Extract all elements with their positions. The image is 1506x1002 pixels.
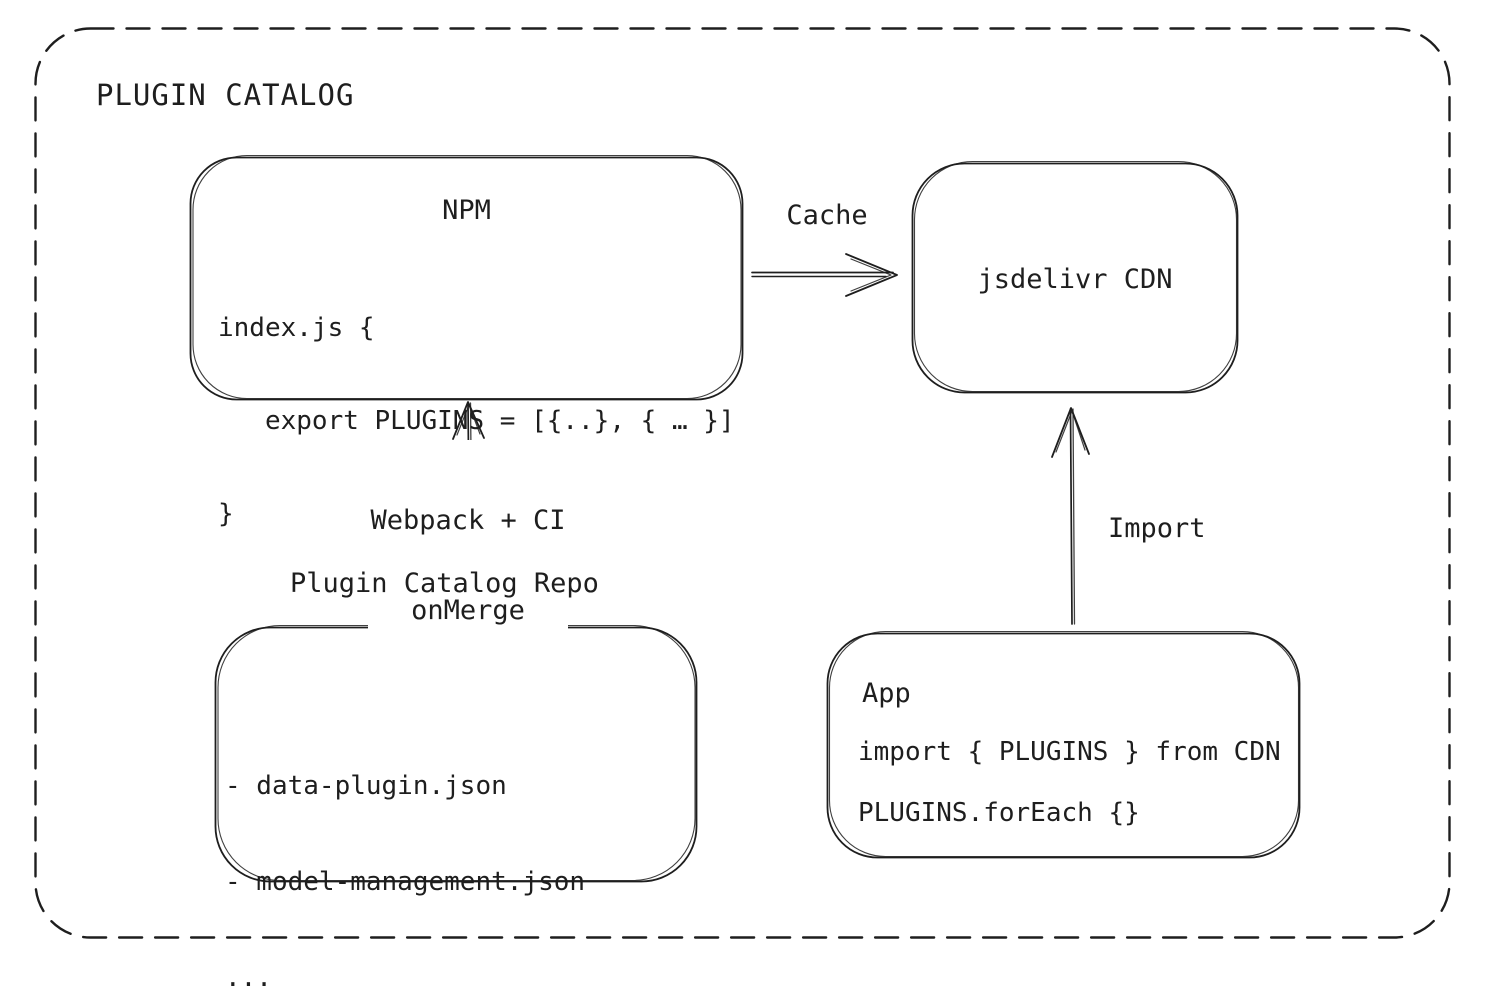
build-arrow-label-line2: onMerge — [411, 595, 525, 626]
cdn-box — [911, 160, 1239, 394]
app-box — [826, 630, 1301, 859]
repo-file-item: ... — [225, 963, 272, 993]
npm-code-line: export PLUGINS = [{..}, { … }] — [218, 406, 735, 436]
repo-file-list: - data-plugin.json - model-management.js… — [225, 706, 585, 1002]
npm-code-line: index.js { — [218, 313, 375, 343]
app-box-title: App — [862, 678, 911, 709]
npm-code-block: index.js { export PLUGINS = [{..}, { … }… — [218, 251, 735, 592]
npm-box-title: NPM — [442, 195, 491, 226]
build-arrow-label-line1: Webpack + CI — [370, 505, 566, 536]
repo-file-item: - model-management.json — [225, 867, 586, 897]
plugin-catalog-frame-border — [34, 27, 1451, 939]
npm-box — [189, 154, 744, 401]
repo-file-item: - data-plugin.json — [225, 771, 507, 801]
cdn-box-label: jsdelivr CDN — [977, 264, 1173, 295]
repo-box-label: Plugin Catalog Repo — [290, 568, 599, 599]
npm-code-line: } — [218, 499, 234, 529]
import-arrow-label: Import — [1108, 513, 1206, 544]
import-arrow — [1051, 407, 1090, 625]
app-code-line: import { PLUGINS } from CDN — [858, 737, 1281, 767]
cache-arrow — [751, 253, 898, 297]
frame-title: PLUGIN CATALOG — [96, 78, 355, 112]
app-code-line: PLUGINS.forEach {} — [858, 798, 1140, 828]
build-arrow-label: Webpack + CI onMerge — [368, 440, 568, 692]
cache-arrow-label: Cache — [786, 200, 868, 231]
